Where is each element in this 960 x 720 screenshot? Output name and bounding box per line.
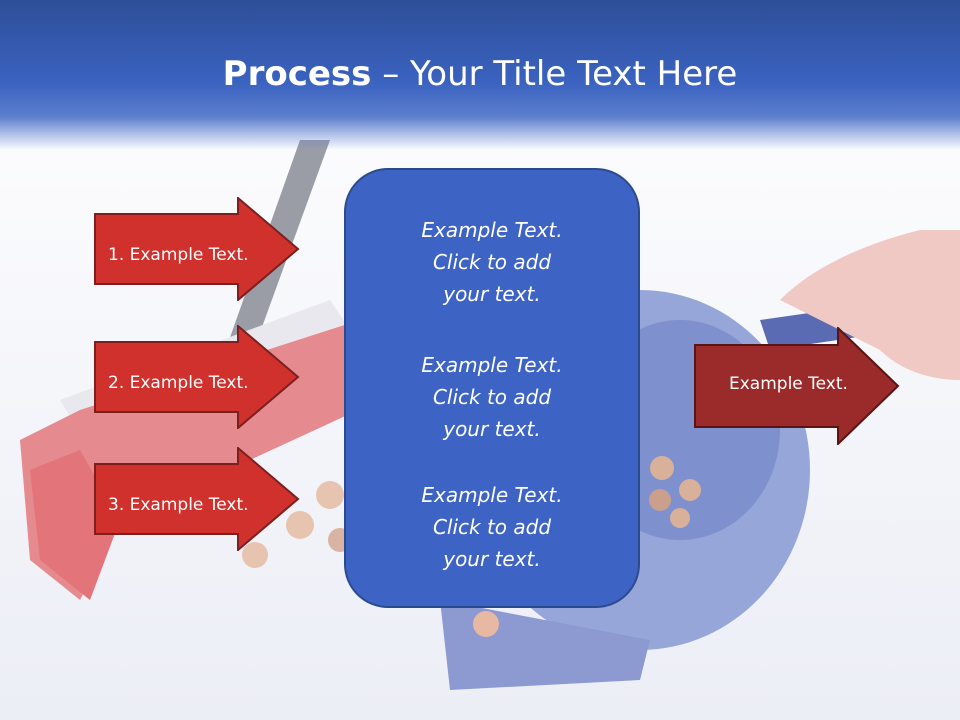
paragraph-line: Example Text. [421,218,563,242]
paragraph-line: Example Text. [421,483,563,507]
center-paragraph-2: Example Text. Click to add your text. [346,349,638,445]
title-bold-word: Process [222,54,372,94]
arrow-label-2: 2. Example Text. [108,373,249,393]
title-bar [0,0,960,150]
arrow-shape-1[interactable] [94,197,300,301]
paragraph-line: Click to add [432,515,552,539]
arrow-label-3: 3. Example Text. [108,495,249,515]
arrow-shape-3[interactable] [94,447,300,551]
paragraph-line: Click to add [432,250,552,274]
paragraph-line: Example Text. [421,353,563,377]
paragraph-line: your text. [443,417,541,441]
center-paragraph-1: Example Text. Click to add your text. [346,214,638,310]
title-dash: – [371,54,411,94]
right-arrow-shape[interactable] [694,327,900,445]
right-arrow-label: Example Text. [729,374,848,394]
slide-title[interactable]: Process – Your Title Text Here [0,50,960,98]
paragraph-line: your text. [443,547,541,571]
title-rest: Your Title Text Here [410,54,738,94]
paragraph-line: Click to add [432,385,552,409]
paragraph-line: your text. [443,282,541,306]
center-paragraph-3: Example Text. Click to add your text. [346,479,638,575]
arrow-shape-2[interactable] [94,325,300,429]
arrow-label-1: 1. Example Text. [108,245,249,265]
center-text-box[interactable]: Example Text. Click to add your text. Ex… [344,168,640,608]
